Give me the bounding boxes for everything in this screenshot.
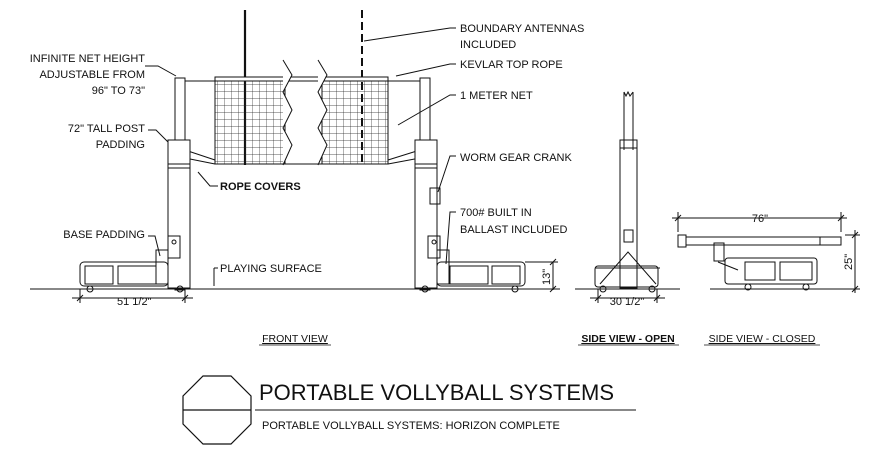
closed-height-dimension: 25": [843, 254, 855, 270]
front-view: [30, 10, 560, 303]
view-captions: FRONT VIEW SIDE VIEW - OPEN SIDE VIEW - …: [259, 333, 820, 346]
octagon-icon: [182, 375, 252, 445]
base-height-dimension: 13": [541, 269, 553, 285]
side-view-closed: [672, 212, 860, 293]
right-base: [421, 249, 526, 293]
antennas-label-1: BOUNDARY ANTENNAS: [460, 23, 584, 35]
worm-gear-label: WORM GEAR CRANK: [460, 152, 573, 164]
closed-length-dimension: 76": [752, 213, 768, 225]
drawing-title: PORTABLE VOLLYBALL SYSTEMS: [259, 380, 614, 405]
kevlar-label: KEVLAR TOP ROPE: [460, 59, 563, 71]
side-view-open: [575, 90, 680, 303]
net-height-label-3: 96" TO 73": [92, 85, 145, 97]
left-post: [167, 77, 191, 291]
net-label: 1 METER NET: [460, 90, 533, 102]
side-base-width-dimension: 30 1/2": [610, 296, 645, 308]
front-view-caption: FRONT VIEW: [262, 333, 328, 345]
drawing-subtitle: PORTABLE VOLLYBALL SYSTEMS: HORIZON COMP…: [262, 420, 560, 432]
rope-covers-label: ROPE COVERS: [220, 181, 301, 193]
side-view-open-caption: SIDE VIEW - OPEN: [581, 333, 674, 345]
antennas-label-2: INCLUDED: [460, 39, 516, 51]
ballast-label-2: BALLAST INCLUDED: [460, 224, 567, 236]
net-height-label-1: INFINITE NET HEIGHT: [30, 53, 146, 65]
base-width-dimension: 51 1/2": [117, 296, 152, 308]
left-base: [79, 249, 184, 293]
post-padding-label-2: PADDING: [96, 139, 145, 151]
playing-surface-label: PLAYING SURFACE: [220, 263, 322, 275]
post-padding-label-1: 72" TALL POST: [68, 123, 145, 135]
base-padding-label: BASE PADDING: [63, 229, 145, 241]
title-block: PORTABLE VOLLYBALL SYSTEMS PORTABLE VOLL…: [182, 375, 636, 445]
front-view-labels: INFINITE NET HEIGHT ADJUSTABLE FROM 96" …: [30, 23, 585, 308]
right-post: [414, 77, 441, 291]
side-view-closed-caption: SIDE VIEW - CLOSED: [709, 333, 816, 345]
net-height-label-2: ADJUSTABLE FROM: [39, 69, 145, 81]
ballast-label-1: 700# BUILT IN: [460, 207, 532, 219]
